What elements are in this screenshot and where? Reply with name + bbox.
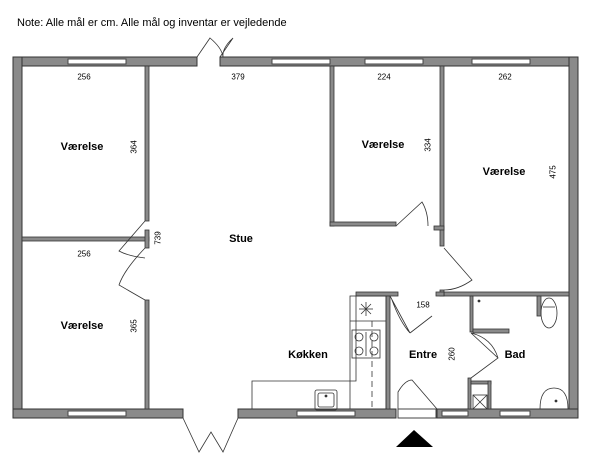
dim-bedroom-middle-width: 224 [377,72,391,82]
dim-bedroom-top-left-depth: 364 [129,140,139,154]
dim-bedroom-bottom-left-depth: 365 [129,319,139,333]
dim-bedroom-right-depth: 475 [548,165,558,179]
room-label-bedroom-right: Værelse [482,166,526,178]
floor-drain-icon [472,394,488,410]
stove-icon [351,329,381,359]
doors [118,37,499,453]
dim-living-width: 379 [231,72,245,82]
dim-bedroom-bottom-left-width: 256 [77,249,91,259]
dim-entrance-depth: 260 [447,347,457,361]
washbasin-icon [539,387,569,410]
windows [67,58,531,417]
dim-bedroom-middle-depth: 334 [423,138,433,152]
dim-bedroom-top-left-width: 256 [77,72,91,82]
room-label-bedroom-bottom-left: Værelse [60,320,104,332]
room-label-bedroom-top-left: Værelse [60,141,104,153]
room-label-entrance: Entre [408,349,438,361]
dim-entrance-width: 158 [416,300,430,310]
note-text: Note: Alle mål er cm. Alle mål og invent… [17,17,287,29]
dim-bedroom-right-width: 262 [498,72,512,82]
bathroom-fixtures [472,297,569,410]
kitchen-fixtures [251,295,387,411]
toilet-icon [540,297,558,329]
hood-icon [359,302,373,316]
room-label-living: Stue [229,233,253,245]
room-label-bedroom-middle: Værelse [361,139,405,151]
dim-living-depth: 739 [153,231,163,245]
room-label-bathroom: Bad [504,349,526,361]
entrance-arrow [396,430,433,447]
interior-walls [21,65,570,410]
sink-icon [314,389,338,411]
room-label-kitchen: Køkken [288,349,328,361]
